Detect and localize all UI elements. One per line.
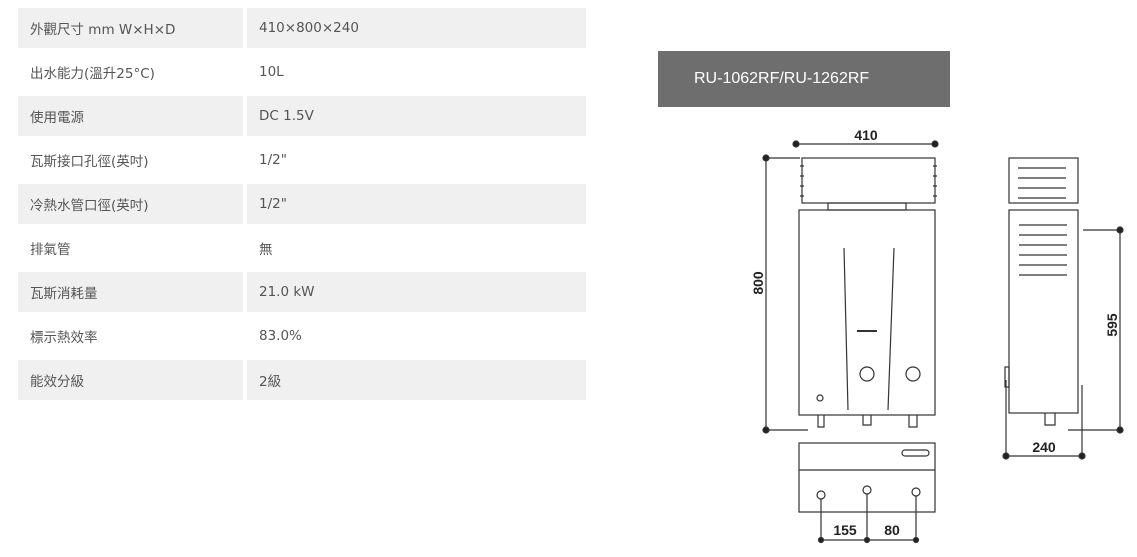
- spec-value: 無: [259, 242, 273, 258]
- spec-label: 瓦斯消耗量: [18, 272, 243, 312]
- spec-row: 標示熱效率 83.0%: [18, 316, 586, 356]
- spec-row: 排氣管 無: [18, 228, 586, 268]
- spec-value: 83.0%: [259, 328, 302, 344]
- spec-value: 410×800×240: [247, 8, 586, 48]
- spec-value: 1/2": [259, 152, 287, 168]
- spec-row: 冷熱水管口徑(英吋)1/2": [18, 184, 586, 224]
- model-header: RU-1062RF/RU-1262RF: [658, 51, 950, 107]
- spec-value: 1/2": [247, 184, 586, 224]
- spec-value: DC 1.5V: [247, 96, 586, 136]
- dim-pipe-80: 80: [884, 522, 900, 538]
- spec-label: 瓦斯接口孔徑(英吋): [30, 154, 149, 170]
- front-view: [798, 157, 937, 428]
- dimension-lines: [762, 140, 1124, 544]
- spec-row: 瓦斯接口孔徑(英吋) 1/2": [18, 140, 586, 180]
- spec-row: 出水能力(溫升25°C) 10L: [18, 52, 586, 92]
- dim-depth: 240: [1032, 439, 1056, 455]
- model-name: RU-1062RF/RU-1262RF: [694, 70, 870, 87]
- spec-label: 標示熱效率: [30, 330, 98, 346]
- bottom-view: [798, 442, 936, 541]
- spec-label: 外觀尺寸 mm W×H×D: [18, 8, 243, 48]
- spec-value: 21.0 kW: [247, 272, 586, 312]
- spec-value: 2級: [247, 360, 586, 400]
- spec-label: 出水能力(溫升25°C): [30, 66, 155, 82]
- spec-label: 冷熱水管口徑(英吋): [18, 184, 243, 224]
- spec-value: 10L: [259, 64, 284, 80]
- dim-side-height: 595: [1104, 313, 1120, 337]
- side-view: [1004, 157, 1079, 426]
- dim-pipe-155: 155: [833, 522, 857, 538]
- spec-label: 排氣管: [30, 242, 71, 258]
- spec-label: 使用電源: [18, 96, 243, 136]
- spec-label: 能效分級: [18, 360, 243, 400]
- dim-width: 410: [854, 127, 878, 143]
- dim-height: 800: [750, 271, 766, 295]
